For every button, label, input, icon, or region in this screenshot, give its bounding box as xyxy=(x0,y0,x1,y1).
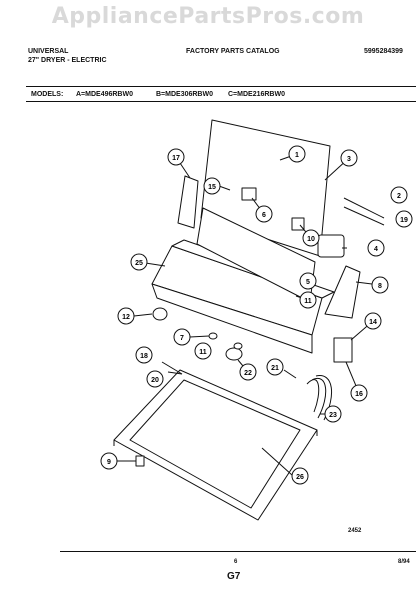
page-number: 6 xyxy=(234,559,238,565)
svg-text:18: 18 xyxy=(140,353,148,360)
screw-19 xyxy=(343,206,385,226)
model-a: A=MDE496RBW0 xyxy=(76,91,133,98)
header-rule xyxy=(26,86,416,87)
header-catalog-number: 5995284399 xyxy=(364,48,403,55)
svg-text:10: 10 xyxy=(307,236,315,243)
terminal-block xyxy=(333,337,353,363)
callout-18: 18 xyxy=(135,346,153,364)
svg-text:12: 12 xyxy=(122,314,130,321)
callout-11-upper: 11 xyxy=(299,291,317,309)
motor-control xyxy=(317,234,345,258)
watermark-text: AppliancePartsPros.com xyxy=(51,4,365,29)
callout-5: 5 xyxy=(299,272,317,290)
cabinet-top-outer xyxy=(113,369,318,521)
screw-21 xyxy=(283,369,297,379)
models-label: MODELS: xyxy=(31,91,64,98)
screw-18 xyxy=(161,361,183,375)
timer-block xyxy=(241,187,257,201)
callout-25: 25 xyxy=(130,253,148,271)
leader-26 xyxy=(261,447,293,476)
callout-26: 26 xyxy=(291,467,309,485)
left-end-cap xyxy=(177,175,199,229)
section-code: G7 xyxy=(227,571,241,582)
svg-text:20: 20 xyxy=(151,377,159,384)
callout-9: 9 xyxy=(100,452,118,470)
svg-text:14: 14 xyxy=(369,319,377,326)
control-panel-trim xyxy=(151,283,313,354)
svg-text:25: 25 xyxy=(135,260,143,267)
model-c: C=MDE216RBW0 xyxy=(228,91,285,98)
header-brand: UNIVERSAL xyxy=(28,48,69,55)
callout-11-lower: 11 xyxy=(194,342,212,360)
svg-text:16: 16 xyxy=(355,391,363,398)
callout-21: 21 xyxy=(266,358,284,376)
svg-text:23: 23 xyxy=(329,412,337,419)
svg-text:3: 3 xyxy=(347,156,351,163)
callout-2: 2 xyxy=(390,186,408,204)
header-catalog: FACTORY PARTS CATALOG xyxy=(186,48,280,55)
callout-8: 8 xyxy=(371,276,389,294)
screw-20 xyxy=(167,371,183,375)
date-code: 8/94 xyxy=(398,559,410,565)
callout-3: 3 xyxy=(340,149,358,167)
header-product: 27" DRYER - ELECTRIC xyxy=(28,57,107,64)
right-end-cap xyxy=(324,265,361,319)
callout-6: 6 xyxy=(255,205,273,223)
callout-12: 12 xyxy=(117,307,135,325)
callout-23: 23 xyxy=(324,405,342,423)
callout-22: 22 xyxy=(239,363,257,381)
callout-14: 14 xyxy=(364,312,382,330)
callout-1: 1 xyxy=(288,145,306,163)
leader-7 xyxy=(189,335,210,338)
svg-text:11: 11 xyxy=(199,349,207,356)
callout-16: 16 xyxy=(350,384,368,402)
footer-rule xyxy=(60,551,416,552)
callout-4: 4 xyxy=(367,239,385,257)
knob-12 xyxy=(152,307,168,321)
svg-text:6: 6 xyxy=(262,212,266,219)
callout-20: 20 xyxy=(146,370,164,388)
svg-text:19: 19 xyxy=(400,217,408,224)
drawing-code: 2452 xyxy=(348,528,362,534)
svg-text:17: 17 xyxy=(172,155,180,162)
switch-block xyxy=(291,217,305,231)
callout-17: 17 xyxy=(167,148,185,166)
leader-12 xyxy=(133,313,153,317)
svg-text:8: 8 xyxy=(378,283,382,290)
callout-7: 7 xyxy=(173,328,191,346)
svg-text:9: 9 xyxy=(107,459,111,466)
svg-text:22: 22 xyxy=(244,370,252,377)
callout-15: 15 xyxy=(203,177,221,195)
button-11 xyxy=(233,342,243,350)
callout-10: 10 xyxy=(302,229,320,247)
svg-text:26: 26 xyxy=(296,474,304,481)
svg-text:1: 1 xyxy=(295,152,299,159)
model-b: B=MDE306RBW0 xyxy=(156,91,213,98)
svg-text:11: 11 xyxy=(304,298,312,305)
svg-text:21: 21 xyxy=(271,365,279,372)
svg-text:2: 2 xyxy=(397,193,401,200)
screw-2 xyxy=(343,197,385,219)
callout-19: 19 xyxy=(395,210,413,228)
models-rule xyxy=(26,101,416,102)
svg-text:7: 7 xyxy=(180,335,184,342)
leader-15 xyxy=(218,185,231,191)
cabinet-top-inner xyxy=(129,379,301,509)
svg-text:4: 4 xyxy=(374,246,378,253)
svg-text:5: 5 xyxy=(306,279,310,286)
knob-22 xyxy=(225,347,243,361)
svg-text:15: 15 xyxy=(208,184,216,191)
